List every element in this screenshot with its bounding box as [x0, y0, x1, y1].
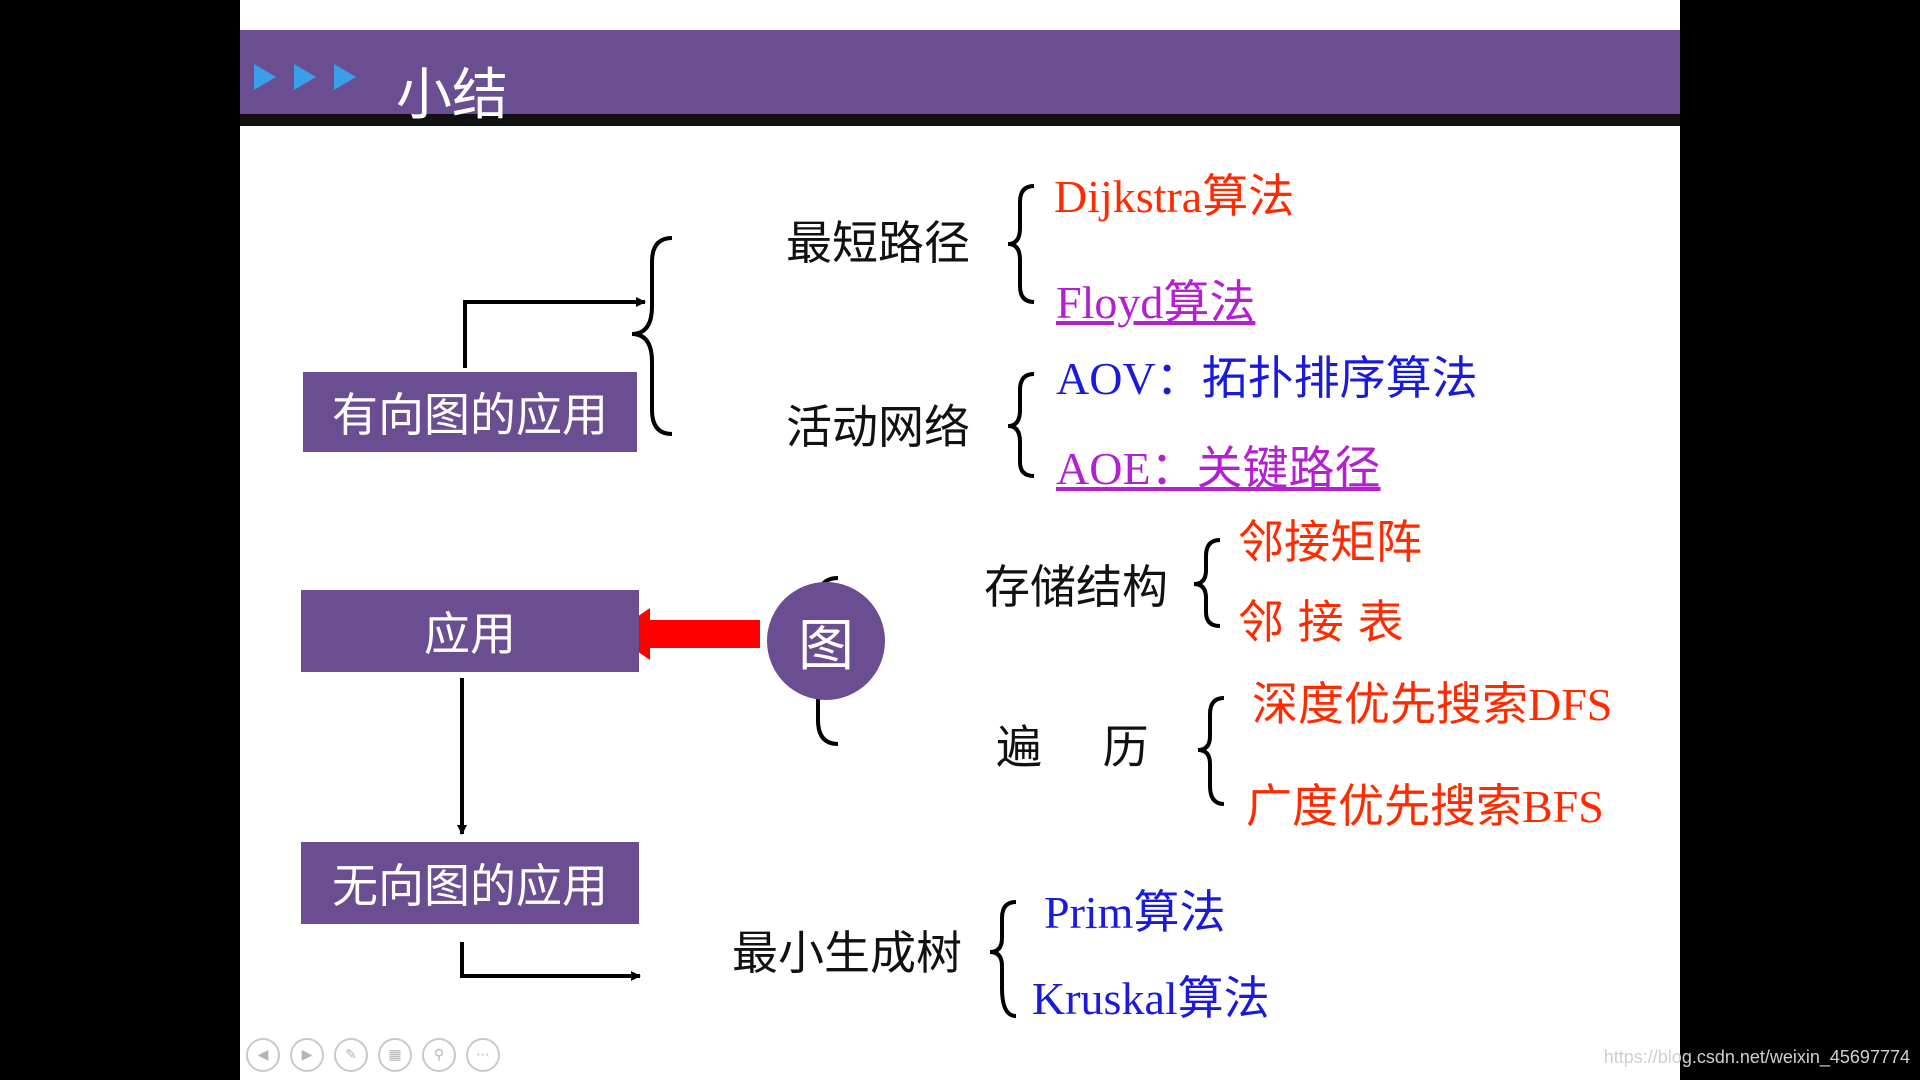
zoom-icon[interactable]: ⚲	[422, 1038, 456, 1072]
undirected-graph-box[interactable]: 无向图的应用	[301, 842, 639, 924]
leaf-aoe-link[interactable]: AOE：关键路径	[1056, 443, 1381, 494]
category-storage: 存储结构	[984, 560, 1168, 614]
prev-icon[interactable]: ◀	[246, 1038, 280, 1072]
brace-traversal	[1197, 696, 1225, 806]
leaf-adjacency-matrix: 邻接矩阵	[1238, 517, 1422, 568]
leaf-prim: Prim算法	[1044, 887, 1226, 938]
connector-lines	[457, 184, 1225, 1018]
undirected-connector-arrow	[460, 942, 641, 981]
slideshow-toolbar: ◀ ▶ ✎ ▦ ⚲ ⋯	[246, 1038, 500, 1074]
pen-icon[interactable]: ✎	[334, 1038, 368, 1072]
leaf-kruskal: Kruskal算法	[1032, 973, 1270, 1024]
brace-shortest-path	[1007, 184, 1035, 304]
brace-directed	[631, 236, 673, 436]
play-triangle-icon	[254, 64, 276, 90]
category-mst: 最小生成树	[732, 926, 962, 980]
more-icon[interactable]: ⋯	[466, 1038, 500, 1072]
leaf-floyd-link[interactable]: Floyd算法	[1056, 277, 1256, 328]
page-title: 小结	[396, 63, 508, 128]
red-arrow	[612, 608, 760, 660]
leaf-aov: AOV：拓扑排序算法	[1056, 353, 1478, 404]
leaf-bfs: 广度优先搜索BFS	[1246, 781, 1604, 832]
leaf-dfs: 深度优先搜索DFS	[1252, 679, 1613, 730]
directed-graph-box[interactable]: 有向图的应用	[303, 372, 637, 452]
slide: 小结 有向图的应用 应用 无向图的应用 图 最短路径 活动网络	[240, 0, 1680, 1080]
category-traversal: 遍 历	[996, 720, 1172, 774]
category-activity-network: 活动网络	[786, 400, 970, 454]
header-bar: 小结	[240, 30, 1680, 126]
category-shortest-path: 最短路径	[786, 216, 970, 270]
graph-circle: 图	[767, 582, 885, 700]
leaf-dijkstra: Dijkstra算法	[1054, 171, 1295, 222]
leaf-adjacency-list: 邻接表	[1238, 597, 1418, 648]
brace-activity	[1007, 372, 1035, 478]
play-triangle-icon	[334, 64, 356, 90]
next-icon[interactable]: ▶	[290, 1038, 324, 1072]
brace-mst	[989, 900, 1017, 1018]
brace-storage	[1193, 538, 1221, 628]
play-triangle-icon	[294, 64, 316, 90]
application-box[interactable]: 应用	[301, 590, 639, 672]
slides-icon[interactable]: ▦	[378, 1038, 412, 1072]
watermark: https://blog.csdn.net/weixin_45697774	[1603, 1047, 1910, 1067]
directed-connector-arrow	[463, 297, 646, 368]
